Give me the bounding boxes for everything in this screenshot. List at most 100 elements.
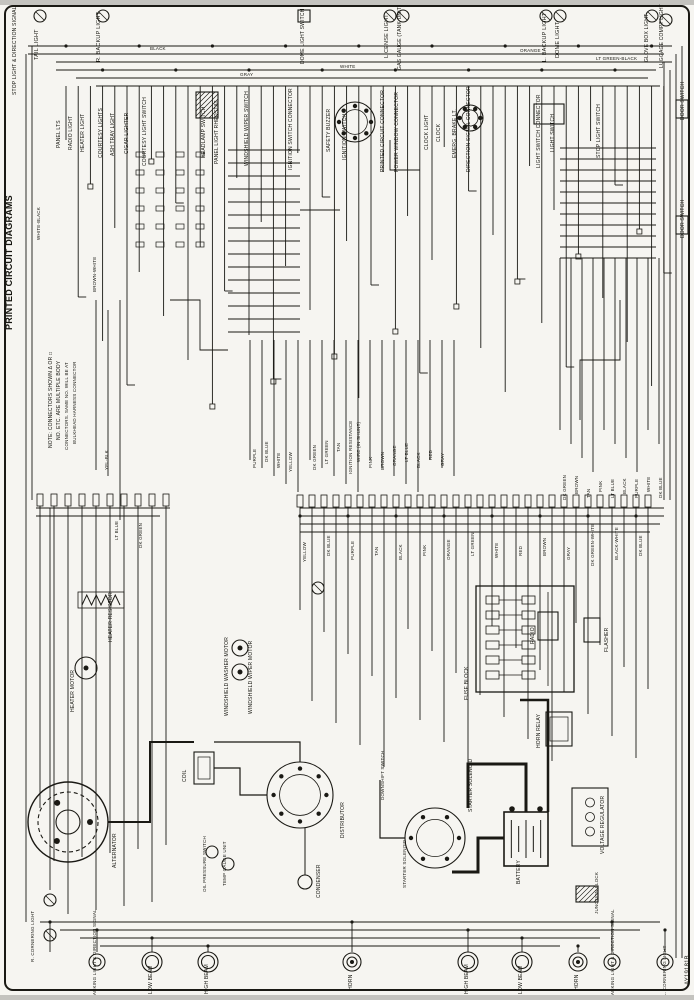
diagram-label: LT GREEN [470, 532, 475, 556]
component-starter-solenoid [404, 807, 466, 869]
coil-lead [214, 767, 267, 796]
wire-segment [92, 957, 102, 967]
junction-dot [520, 936, 524, 940]
bulkhead-connector [134, 493, 142, 507]
wire-segment [53, 837, 60, 844]
diagram-label: WINDSHIELD WIPER MOTOR [248, 640, 254, 714]
diagram-label: GLOVE BOX LIGHT [644, 14, 650, 62]
diagram-label: DOME LIGHT [555, 21, 561, 58]
diagram-label: OIL PRESSURE SWITCH [202, 836, 207, 892]
wire-segment [460, 954, 476, 970]
wire-segment [279, 811, 284, 816]
bulkhead-connector [428, 494, 436, 508]
junction-dot [650, 44, 654, 48]
wire-segment [396, 9, 410, 23]
diagram-label: BROWN-WHITE [92, 257, 97, 292]
wire-segment [509, 806, 515, 812]
connector-pin [87, 183, 94, 190]
diagram-label: STARTER SOLENOID [468, 759, 474, 812]
wire-segment [485, 655, 500, 665]
hatch-line [208, 108, 219, 119]
diagram-label: TAN [336, 443, 341, 452]
wire-segment [87, 819, 93, 825]
wire-segment [364, 108, 369, 113]
inline-connector [195, 205, 205, 212]
component-heater-motor [74, 656, 98, 680]
wire-segment [485, 610, 500, 620]
wire-segment [297, 874, 313, 890]
hatch-line [195, 91, 206, 102]
wire-segment [342, 952, 362, 972]
diagram-label: HORN [574, 974, 580, 990]
wire-segment [316, 774, 321, 779]
wire-segment [462, 124, 467, 130]
diagram-label: LT BLUE [610, 479, 615, 498]
diagram-label: IGNITION SWITCH [342, 113, 348, 160]
wire-segment [456, 835, 462, 841]
diagram-label: L. CORNERING LIGHT [662, 945, 667, 996]
diagram-label: DK GREEN [562, 475, 567, 500]
resistor-zigzag [81, 593, 121, 607]
component-dome-light [553, 9, 567, 23]
diagram-label: AY19181B [685, 955, 691, 985]
diagram-label: PARKING LIGHT & DIRECTION SIGNAL [610, 909, 615, 998]
wire-segment [579, 300, 621, 420]
wire-segment [539, 9, 553, 23]
hatch-line [578, 885, 596, 903]
inline-connector [175, 187, 185, 194]
alternator-lead [108, 741, 194, 823]
diagram-label: DIRECTION SIGNAL CONNECTOR [466, 86, 472, 172]
diagram-label: STOP LIGHT SWITCH [596, 104, 602, 158]
diagram-label: LT GREEN [324, 440, 329, 464]
wire-segment [571, 787, 609, 847]
diagram-label: STOP LIGHT & DIRECTION SIGNAL [12, 6, 18, 95]
connector-pin [575, 253, 582, 260]
inline-connector [175, 223, 185, 230]
diagram-label: WIRE (IN SHUNT) [356, 421, 361, 462]
component-dome-light-switch [297, 9, 311, 23]
hatch-line [198, 98, 219, 119]
wire-segment [98, 11, 108, 21]
wire-segment [661, 15, 671, 25]
wire-segment [485, 625, 500, 635]
component-battery [503, 806, 549, 867]
bulkhead-connector [512, 494, 520, 508]
diagram-label: WHITE [646, 477, 651, 493]
wire-segment [43, 928, 57, 942]
wire-segment [575, 885, 599, 903]
wire-segment [408, 835, 414, 841]
diagram-label: BATTERY [516, 860, 522, 884]
diagram-label: PINK [598, 481, 603, 492]
wire-segment [659, 13, 673, 27]
component-license-light [383, 9, 397, 23]
diagram-label: COURTESY LIGHTS [98, 107, 104, 158]
diagram-label: PURPLE [634, 479, 639, 498]
diagram-label: FUSE BLOCK [464, 666, 470, 700]
wire-segment [83, 665, 89, 671]
junction-dot [576, 44, 581, 48]
diagram-label: VOLTAGE REGULATOR [600, 795, 606, 854]
diagram-label: GRAY [440, 453, 445, 466]
junction-dot [503, 44, 507, 48]
wire-segment [77, 591, 125, 609]
downshift-lead [379, 780, 405, 839]
component-high-beam-l [197, 951, 219, 973]
wire-segment [533, 103, 565, 125]
inline-connector [135, 151, 145, 158]
component-backup-light-l [539, 9, 553, 23]
junction-dot [210, 44, 214, 48]
wire-segment [54, 799, 61, 806]
wire-segment [368, 119, 374, 125]
diagram-label: LT BLUE [404, 443, 409, 462]
component-distributor [266, 761, 334, 829]
junction-dot [613, 68, 617, 72]
wire-segment [585, 797, 595, 808]
diagram-label: ORANGE [520, 48, 541, 53]
component-headlamp-switch [195, 91, 219, 119]
component-glove-box-light [645, 9, 659, 23]
diagram-label: EMERG. BRAKE LT. [452, 109, 458, 158]
diagram-label: PANEL LTS [56, 120, 62, 148]
wire-segment [521, 655, 536, 665]
bulkhead-connector [332, 494, 340, 508]
wire-segment [647, 11, 657, 21]
